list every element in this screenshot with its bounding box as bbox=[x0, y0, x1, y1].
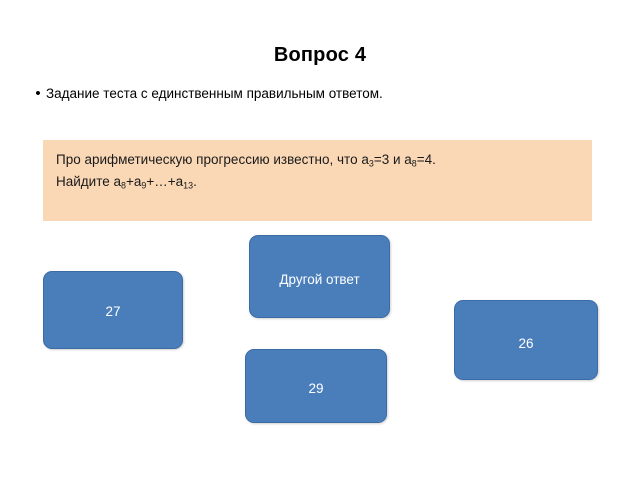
question-text: Про арифметическую прогрессию известно, … bbox=[56, 149, 584, 193]
question-line2-subscript-2: 9 bbox=[141, 180, 147, 191]
question-line1-text-2: =3 и a bbox=[373, 152, 412, 167]
answer-option-label: 27 bbox=[105, 304, 121, 319]
question-line2-text-3: +…+a bbox=[146, 174, 184, 189]
question-line1-text-3: =4. bbox=[416, 152, 436, 167]
question-line1-subscript-2: 8 bbox=[411, 158, 417, 169]
question-line2-subscript-3: 13 bbox=[183, 180, 194, 191]
question-line1-text-1: Про арифметическую прогрессию известно, … bbox=[56, 152, 369, 167]
question-line-2: Найдите a8+a9+…+a13. bbox=[56, 171, 584, 193]
answer-option-27[interactable]: 27 bbox=[43, 271, 183, 349]
question-line2-text-1: Найдите a bbox=[56, 174, 122, 189]
bullet-marker-icon: • bbox=[35, 85, 41, 102]
answer-option-label: Другой ответ bbox=[279, 272, 360, 287]
question-panel: Про арифметическую прогрессию известно, … bbox=[43, 140, 592, 221]
answer-option-29[interactable]: 29 bbox=[245, 349, 387, 423]
answer-option-label: 26 bbox=[518, 336, 534, 351]
answer-option-26[interactable]: 26 bbox=[454, 300, 598, 380]
question-line1-subscript-1: 3 bbox=[368, 158, 374, 169]
question-line2-subscript-1: 8 bbox=[121, 180, 126, 191]
answer-option-label: 29 bbox=[308, 381, 324, 396]
bullet-item-label: Задание теста с единственным правильным … bbox=[46, 86, 383, 101]
answer-option-other[interactable]: Другой ответ bbox=[249, 235, 390, 318]
page-title: Вопрос 4 bbox=[273, 44, 367, 66]
bullet-list-item: • Задание теста с единственным правильны… bbox=[30, 84, 610, 103]
question-line-1: Про арифметическую прогрессию известно, … bbox=[56, 149, 584, 171]
question-line2-text-4: . bbox=[193, 174, 197, 189]
question-line2-text-2: +a bbox=[125, 174, 142, 189]
